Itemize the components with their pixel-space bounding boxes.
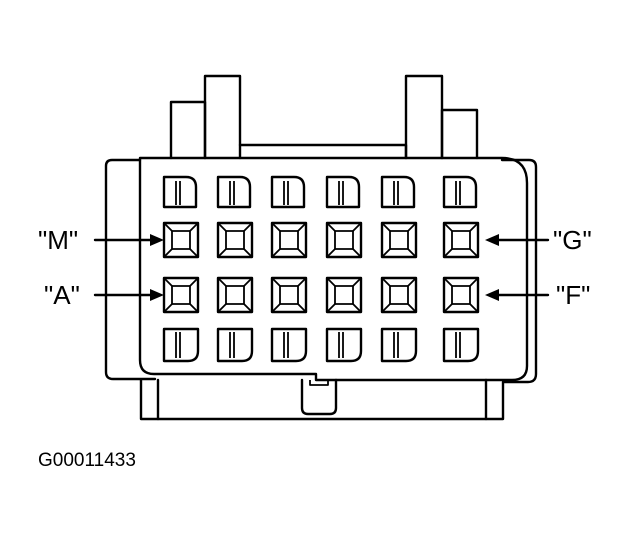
- connector-housing: [104, 156, 538, 421]
- terminal-cavity: [380, 327, 418, 363]
- terminal-cavity: [325, 221, 363, 259]
- terminal-cavity: [216, 175, 252, 209]
- terminal-cavity: [216, 327, 254, 363]
- callout-label-a: "A": [44, 280, 80, 310]
- terminal-cavity: [325, 327, 363, 363]
- callout-arrow-a: [93, 289, 164, 301]
- callout-label-m: "M": [38, 225, 78, 255]
- terminal-cavity: [162, 221, 200, 259]
- callout-arrow-g: [485, 234, 550, 246]
- terminal-cavity: [380, 221, 418, 259]
- terminal-cavity: [442, 175, 478, 209]
- terminal-cavity: [216, 221, 254, 259]
- callout-label-g: "G": [553, 225, 592, 255]
- terminal-cavity: [270, 327, 308, 363]
- terminal-cavity: [442, 327, 480, 363]
- terminal-cavity: [216, 276, 254, 314]
- callout-arrow-f: [485, 289, 550, 301]
- terminal-cavity: [270, 175, 306, 209]
- terminal-cavity-grid: [162, 175, 480, 363]
- terminal-cavity: [270, 221, 308, 259]
- terminal-cavity: [162, 276, 200, 314]
- terminal-cavity: [162, 327, 200, 363]
- terminal-cavity: [380, 175, 416, 209]
- terminal-cavity: [325, 276, 363, 314]
- figure-code: G00011433: [38, 450, 136, 471]
- terminal-cavity: [162, 175, 198, 209]
- terminal-cavity: [380, 276, 418, 314]
- callout-arrow-m: [93, 234, 164, 246]
- connector-top-tabs: [169, 74, 479, 160]
- terminal-cavity: [270, 276, 308, 314]
- terminal-cavity: [442, 276, 480, 314]
- terminal-cavity: [442, 221, 480, 259]
- terminal-cavity: [325, 175, 361, 209]
- callout-label-f: "F": [556, 280, 590, 310]
